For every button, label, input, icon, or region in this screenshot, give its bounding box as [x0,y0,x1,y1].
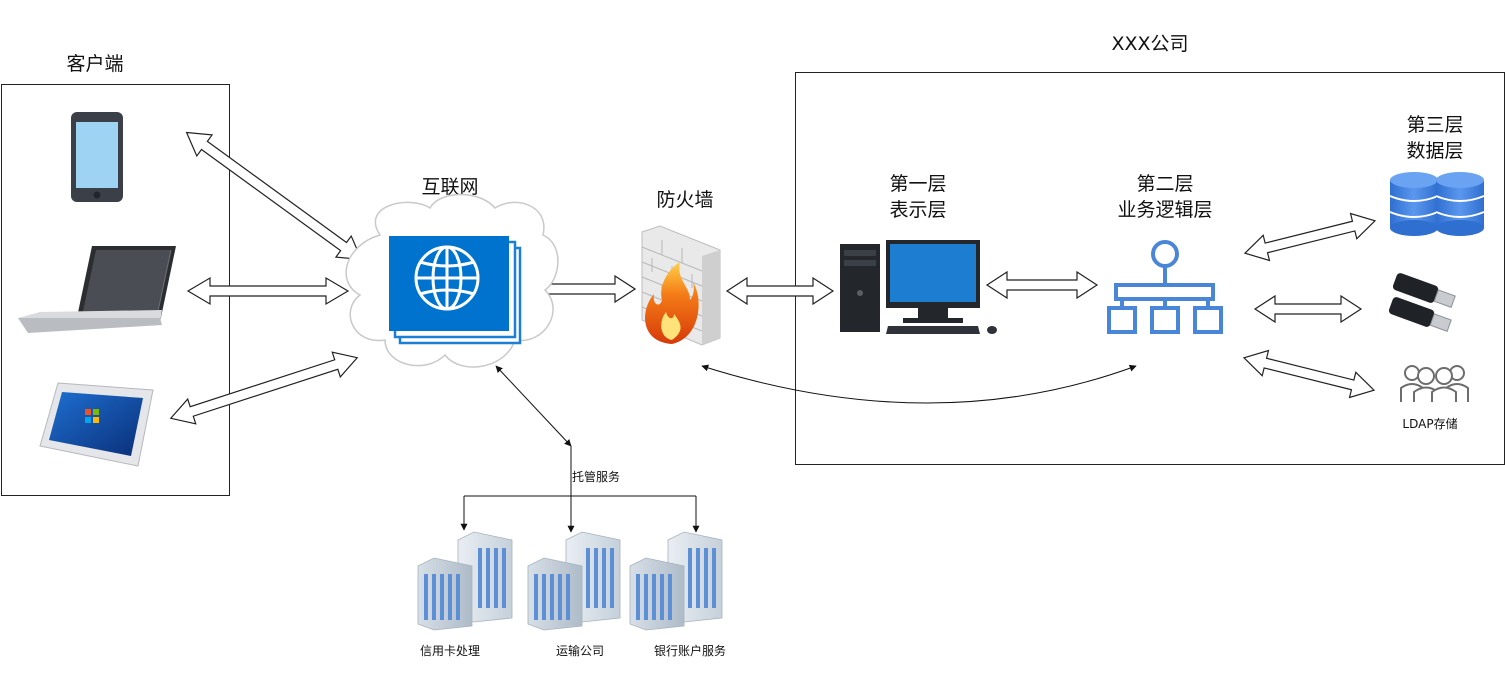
arrow-tier2-database [1243,212,1377,262]
tier1-label: 第一层 表示层 [868,172,968,223]
ldap-users-icon [1400,365,1469,402]
tier3-line1: 第三层 [1406,114,1464,136]
hosting-label: 托管服务 [572,470,621,484]
tier3-label: 第三层 数据层 [1385,113,1485,164]
company-title: XXX公司 [1111,33,1189,55]
tier3-line2: 数据层 [1406,139,1464,162]
tier2-line2: 业务逻辑层 [1117,198,1213,221]
laptop-icon [18,246,176,333]
desktop-computer-icon [840,240,997,334]
client-title: 客户端 [66,53,124,75]
curved-arrow-tier2-firewall [701,364,1137,404]
database-icon [1389,172,1485,236]
firewall-icon [641,225,721,346]
tablet-icon [39,382,154,467]
usb-storage-icon [1388,273,1456,332]
service-label-shipping: 运输公司 [555,644,604,658]
service-label-bank: 银行账户服务 [653,644,726,658]
arrow-tablet-internet [169,351,359,425]
tier1-line1: 第一层 [889,173,947,195]
smartphone-icon [71,112,123,202]
arrow-phone-internet [185,131,363,261]
arrow-tier1-tier2 [985,270,1099,300]
tier1-line2: 表示层 [889,198,947,221]
ldap-label: LDAP存储 [1402,417,1458,431]
hosting-connectors [460,446,700,533]
internet-cloud-icon [345,193,559,368]
service-label-credit: 信用卡处理 [419,644,480,658]
hollow-double-arrows [169,131,1377,425]
building-credit-icon [417,531,513,631]
building-bank-icon [629,531,723,631]
arrow-tier2-storage [1253,294,1363,324]
arrow-tier2-ldap [1242,349,1376,399]
tier2-line1: 第二层 [1136,173,1194,195]
arrow-internet-hosting [495,365,572,447]
globe-icon [414,245,480,311]
internet-label: 互联网 [421,176,479,198]
building-shipping-icon [527,531,621,631]
business-logic-icon [1107,240,1223,334]
arrow-firewall-tier1 [725,276,835,306]
arrow-laptop-internet [186,276,350,306]
firewall-label: 防火墙 [656,189,714,211]
tier2-label: 第二层 业务逻辑层 [1105,172,1225,223]
